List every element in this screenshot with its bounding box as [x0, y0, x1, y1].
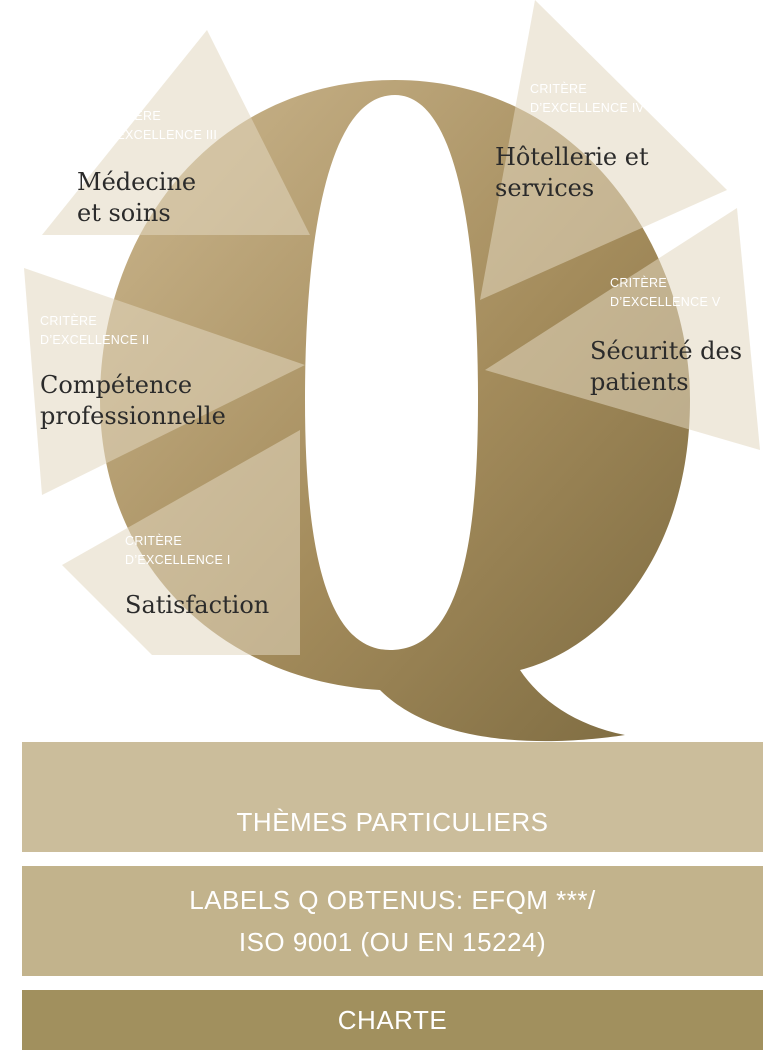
- criterion-3-theme: Médecine et soins: [77, 167, 196, 229]
- segment-medicine: [42, 30, 310, 235]
- criterion-4-theme-line1: Hôtellerie et: [495, 143, 649, 171]
- criterion-5-label: CRITÈRE D’EXCELLENCE V: [610, 274, 721, 312]
- criterion-4-theme: Hôtellerie et services: [495, 142, 649, 204]
- criterion-1-theme-line1: Satisfaction: [125, 591, 270, 619]
- themes-bar-label: THÈMES PARTICULIERS: [236, 807, 549, 837]
- criterion-2-theme-line2: professionnelle: [40, 402, 226, 430]
- criterion-5-subheading: D’EXCELLENCE V: [610, 295, 721, 309]
- labels-bar: LABELS Q OBTENUS: EFQM ***/ ISO 9001 (OU…: [22, 866, 763, 976]
- segment-satisfaction: [62, 430, 300, 655]
- criterion-1-label: CRITÈRE D’EXCELLENCE I: [125, 532, 231, 570]
- criterion-1-heading: CRITÈRE: [125, 534, 182, 548]
- criterion-2-subheading: D’EXCELLENCE II: [40, 333, 150, 347]
- criterion-2-label: CRITÈRE D’EXCELLENCE II: [40, 312, 149, 350]
- segment-competence: [24, 268, 305, 495]
- segment-hotel: [480, 0, 727, 300]
- criterion-3-theme-line1: Médecine: [77, 168, 197, 196]
- criterion-3-theme-line2: et soins: [77, 199, 171, 227]
- criterion-3-subheading: D’EXCELLENCE III: [104, 128, 218, 142]
- criterion-2-theme: Compétence professionnelle: [40, 370, 226, 432]
- criterion-5-heading: CRITÈRE: [610, 276, 667, 290]
- fan-segments: [24, 0, 760, 655]
- labels-bar-line2: ISO 9001 (OU EN 15224): [238, 927, 547, 957]
- criterion-5-theme-line2: patients: [590, 368, 689, 396]
- criterion-3-heading: CRITÈRE: [104, 109, 161, 123]
- criterion-3-label: CRITÈRE D’EXCELLENCE III: [104, 107, 217, 145]
- criterion-1-subheading: D’EXCELLENCE I: [125, 553, 231, 567]
- criterion-5-theme-line1: Sécurité des: [590, 337, 743, 365]
- criterion-2-theme-line1: Compétence: [40, 371, 193, 399]
- charte-bar-label: CHARTE: [337, 1004, 448, 1035]
- criterion-5-theme: Sécurité des patients: [590, 336, 742, 398]
- themes-bar: THÈMES PARTICULIERS: [22, 742, 763, 852]
- charte-bar: CHARTE: [22, 990, 763, 1050]
- segment-security: [485, 208, 760, 450]
- criterion-4-subheading: D’EXCELLENCE IV: [530, 101, 645, 115]
- labels-bar-line1: LABELS Q OBTENUS: EFQM ***/: [189, 885, 596, 915]
- criterion-4-theme-line2: services: [495, 174, 595, 202]
- criterion-2-heading: CRITÈRE: [40, 314, 97, 328]
- criterion-4-label: CRITÈRE D’EXCELLENCE IV: [530, 80, 644, 118]
- criterion-4-heading: CRITÈRE: [530, 82, 587, 96]
- criterion-1-theme: Satisfaction: [125, 590, 269, 621]
